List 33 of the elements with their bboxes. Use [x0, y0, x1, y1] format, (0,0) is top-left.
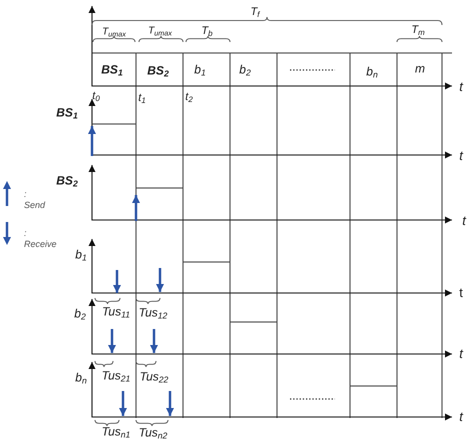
interval-label: T$_{umax}$ [102, 26, 126, 38]
time-mark: t$_{0}$ [92, 90, 100, 102]
time-mark: t$_{2}$ [185, 90, 193, 104]
column-header: BS$_{1}$ [101, 63, 123, 77]
axis-label: t [459, 80, 463, 94]
interval-label: T$_{m}$ [411, 24, 425, 36]
column-header: m [415, 62, 425, 76]
time-mark: t$_{1}$ [138, 92, 146, 104]
interval-label: Tus$_{n1}$ [102, 425, 130, 439]
interval-label: Tus$_{11}$ [102, 305, 130, 319]
axis-label: t [459, 286, 463, 300]
interval-label: Tus$_{12}$ [138, 306, 168, 320]
axis-label: t [462, 214, 466, 228]
row-label: BS$_{1}$ [56, 106, 78, 120]
column-header: b$_{1}$ [194, 63, 206, 77]
column-header: b$_{n}$ [366, 65, 378, 79]
axis-label: t [459, 148, 463, 164]
interval-label: T$_{b}$ [201, 24, 213, 38]
column-header: BS$_{2}$ [147, 64, 169, 78]
row-label: b$_{n}$ [75, 371, 87, 385]
interval-label: Tus$_{n2}$ [138, 426, 168, 440]
row-label: b$_{1}$ [75, 248, 87, 262]
interval-label: Tus$_{21}$ [102, 369, 130, 383]
interval-label: T$_{f}$ [250, 6, 260, 18]
axis-label: t [459, 346, 463, 362]
interval-label: Tus$_{22}$ [140, 370, 168, 384]
axis-label: t [459, 410, 463, 424]
legend-label: : Receive [24, 228, 57, 250]
legend-label: : Send [24, 189, 46, 212]
interval-label: T$_{umax}$ [148, 26, 172, 36]
column-header: b$_{2}$ [239, 63, 251, 77]
row-label: b$_{2}$ [74, 307, 86, 321]
row-label: BS$_{2}$ [56, 174, 78, 188]
